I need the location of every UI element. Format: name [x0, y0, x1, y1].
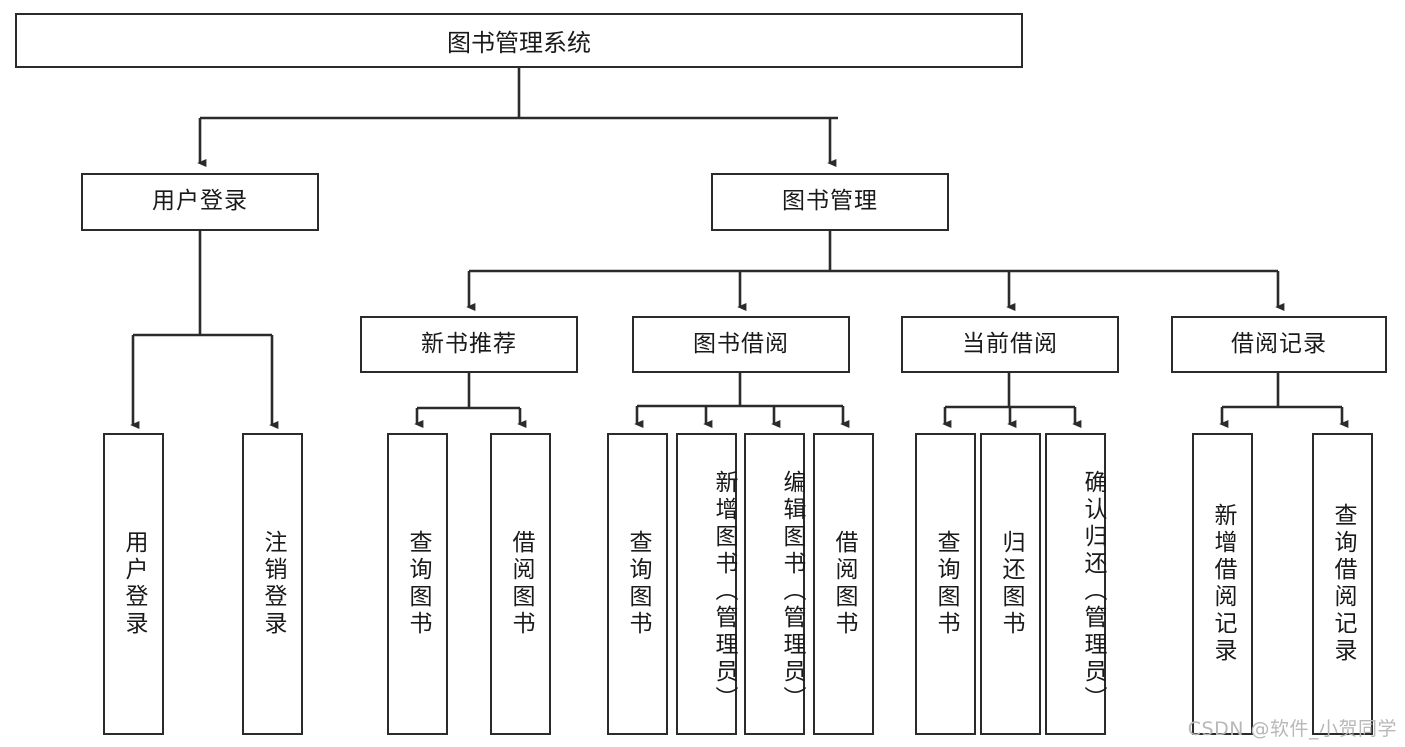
leaf-label: 新增借阅记录 [1210, 503, 1236, 665]
leaf-label: 查询图书 [625, 530, 651, 638]
leaf-current-borrow-query[interactable]: 查询图书 [915, 433, 976, 735]
node-user-login[interactable]: 用户登录 [81, 173, 319, 231]
leaf-label: 确认归还（管理员） [1080, 469, 1106, 713]
leaf-new-book-query[interactable]: 查询图书 [387, 433, 448, 735]
node-borrow-record[interactable]: 借阅记录 [1171, 316, 1387, 373]
leaf-borrow-record-add[interactable]: 新增借阅记录 [1192, 433, 1253, 735]
node-new-book-recommend-label: 新书推荐 [421, 330, 517, 357]
leaf-book-borrow-add[interactable]: 新增图书（管理员） [676, 433, 737, 735]
node-root[interactable]: 图书管理系统 [15, 13, 1023, 68]
node-new-book-recommend[interactable]: 新书推荐 [360, 316, 578, 373]
leaf-user-login-login[interactable]: 用户登录 [103, 433, 164, 735]
leaf-label: 查询图书 [933, 530, 959, 638]
watermark-text: CSDN @软件_小贺同学 [1187, 718, 1397, 740]
leaf-label: 借阅图书 [508, 530, 534, 638]
leaf-label: 借阅图书 [831, 530, 857, 638]
node-current-borrow[interactable]: 当前借阅 [901, 316, 1119, 373]
leaf-current-borrow-return[interactable]: 归还图书 [980, 433, 1041, 735]
node-book-management-label: 图书管理 [782, 188, 878, 215]
leaf-label: 新增图书（管理员） [711, 469, 737, 713]
leaf-label: 查询图书 [405, 530, 431, 638]
node-borrow-record-label: 借阅记录 [1231, 330, 1327, 357]
node-book-borrow[interactable]: 图书借阅 [632, 316, 850, 373]
node-book-management[interactable]: 图书管理 [711, 173, 949, 231]
leaf-label: 编辑图书（管理员） [779, 469, 805, 713]
leaf-borrow-record-query[interactable]: 查询借阅记录 [1312, 433, 1373, 735]
leaf-label: 注销登录 [260, 530, 286, 638]
node-current-borrow-label: 当前借阅 [962, 330, 1058, 357]
node-book-borrow-label: 图书借阅 [693, 330, 789, 357]
leaf-user-login-logout[interactable]: 注销登录 [242, 433, 303, 735]
leaf-book-borrow-edit[interactable]: 编辑图书（管理员） [744, 433, 805, 735]
node-root-label: 图书管理系统 [447, 29, 591, 57]
leaf-book-borrow-query[interactable]: 查询图书 [607, 433, 668, 735]
leaf-label: 用户登录 [121, 530, 147, 638]
leaf-label: 查询借阅记录 [1330, 503, 1356, 665]
leaf-current-borrow-confirm-return[interactable]: 确认归还（管理员） [1045, 433, 1106, 735]
leaf-book-borrow-borrow[interactable]: 借阅图书 [813, 433, 874, 735]
leaf-new-book-borrow[interactable]: 借阅图书 [490, 433, 551, 735]
leaf-label: 归还图书 [998, 530, 1024, 638]
node-user-login-label: 用户登录 [152, 188, 248, 215]
